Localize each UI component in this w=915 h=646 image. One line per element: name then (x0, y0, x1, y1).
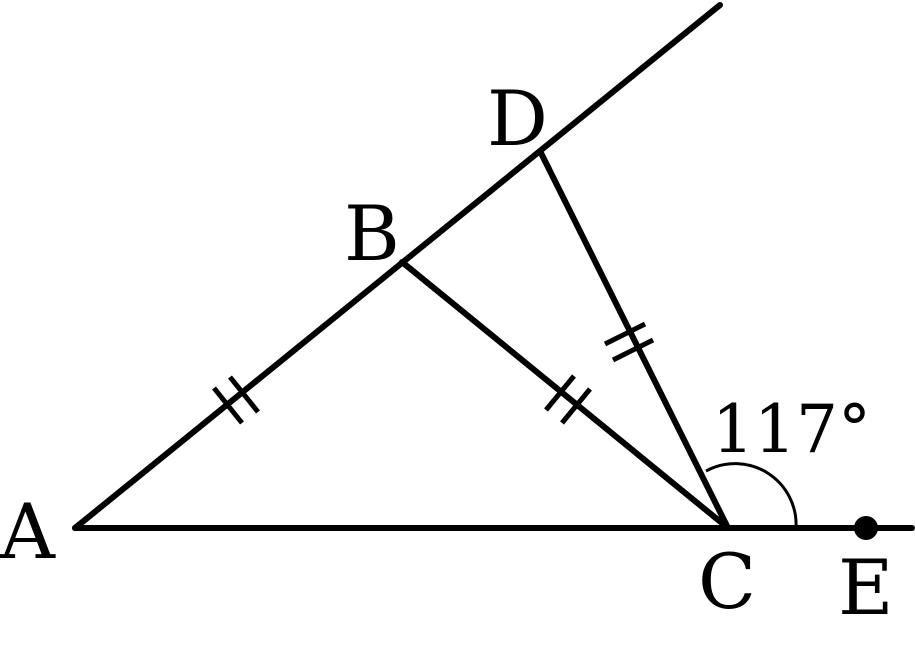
label-b: B (344, 189, 400, 278)
angle-arc-dce (705, 462, 798, 529)
label-e: E (838, 543, 893, 632)
label-c: C (698, 537, 756, 626)
segment-dc (537, 148, 731, 531)
angle-label-117: 117° (712, 391, 871, 468)
label-d: D (487, 74, 548, 163)
point-e-dot (854, 516, 878, 540)
tick-marks-bc (544, 374, 592, 425)
tick-marks-ab (212, 375, 260, 425)
segment-bc (399, 259, 731, 531)
ray-ad (72, 2, 723, 531)
tick-marks-cd (603, 321, 655, 363)
label-a: A (0, 487, 56, 576)
